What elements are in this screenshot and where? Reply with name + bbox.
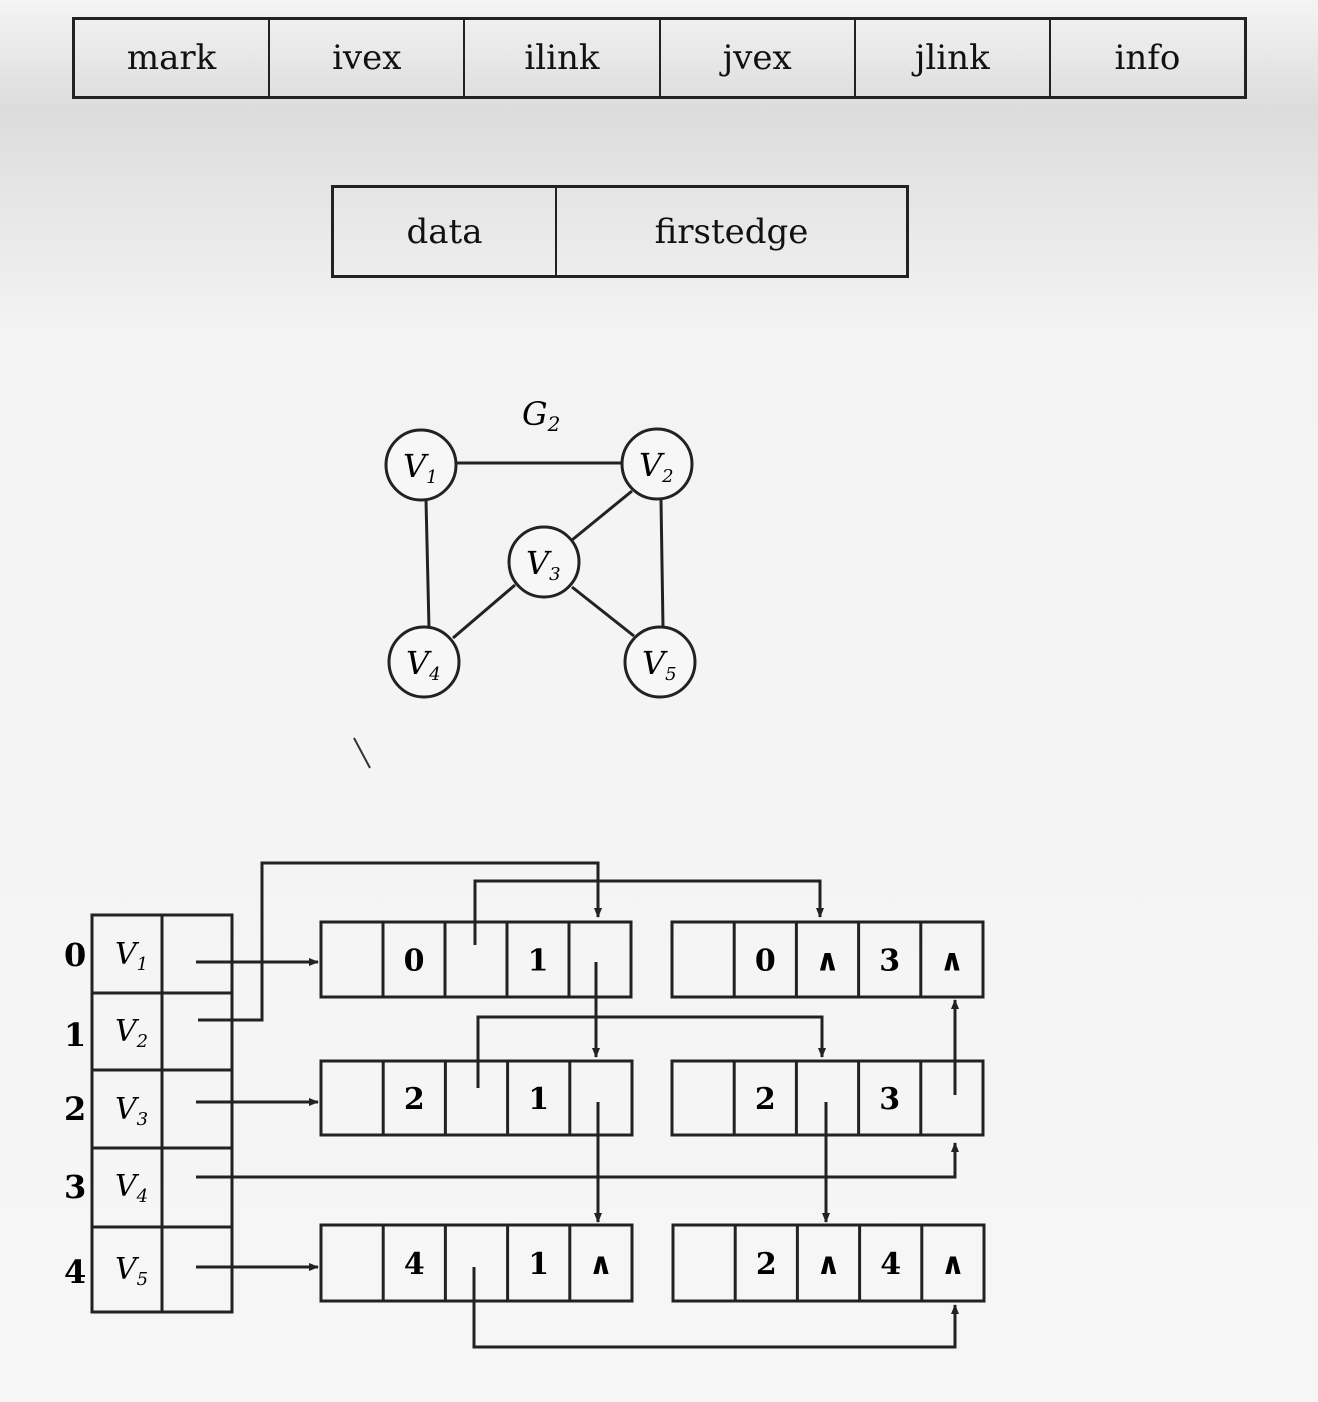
edge-node-ivex: 2 — [755, 1082, 776, 1117]
vertex-array: 0 1 2 3 4 V1 V2 V3 V4 V5 — [64, 913, 234, 1314]
field-data: data — [406, 211, 483, 252]
graph-vertex-v2: V2 — [620, 427, 694, 501]
graph-edge-v3-v5 — [571, 585, 635, 638]
edge-node-jlink: ∧ — [940, 944, 964, 979]
edge-node-jlink: ∧ — [589, 1247, 613, 1282]
svg-text:V1: V1 — [403, 447, 438, 488]
array-vertex-label: V1 — [115, 937, 148, 975]
edge-node-box — [319, 1223, 634, 1303]
array-index: 3 — [64, 1168, 86, 1206]
array-index: 1 — [64, 1016, 86, 1054]
edge-node-ivex: 0 — [404, 944, 425, 979]
edge-node-jvex: 3 — [879, 944, 900, 979]
graph-vertex-v5: V5 — [623, 625, 697, 699]
field-firstedge: firstedge — [555, 188, 906, 275]
edge-node-box — [670, 920, 985, 999]
graph-vertex-v4: V4 — [387, 625, 461, 699]
graph-edge-v2-v3 — [571, 489, 633, 542]
field-jvex: jvex — [658, 20, 854, 96]
graph-title: G2 — [522, 395, 560, 436]
graph-vertex-v1: V1 — [384, 428, 458, 502]
array-index: 2 — [64, 1090, 86, 1128]
graph-g2: G2 V1 V2 V3 V4 V5 — [384, 395, 697, 699]
edge-node-jvex: 1 — [528, 944, 549, 979]
edge-node-1: 0 ∧ 3 ∧ — [670, 920, 985, 999]
array-vertex-label: V2 — [115, 1014, 148, 1052]
pointer-e0-ilink — [473, 879, 824, 945]
svg-text:V4: V4 — [406, 644, 441, 685]
pointer-v4-firstedge — [196, 1142, 959, 1179]
edge-node-jvex: 3 — [879, 1082, 900, 1117]
svg-text:V3: V3 — [526, 544, 561, 585]
field-ilink: ilink — [463, 20, 658, 96]
array-index: 0 — [64, 936, 86, 974]
array-vertex-label: V3 — [115, 1092, 148, 1130]
svg-text:V5: V5 — [642, 644, 677, 685]
graph-edge-v1-v4 — [424, 499, 431, 629]
pointers — [196, 861, 959, 1349]
stray-mark — [353, 737, 371, 769]
field-mark: mark — [126, 38, 217, 78]
edge-node-ilink: ∧ — [815, 944, 839, 979]
edge-node-5: 2 ∧ 4 ∧ — [671, 1223, 986, 1303]
graph-edge-v3-v4 — [452, 583, 516, 640]
graph-vertex-v3: V3 — [507, 525, 581, 599]
svg-text:V2: V2 — [639, 446, 674, 487]
field-jlink: jlink — [853, 20, 1049, 96]
field-info: info — [1048, 20, 1244, 96]
edge-node-4: 4 1 ∧ — [319, 1223, 634, 1303]
edge-node-jlink: ∧ — [941, 1247, 965, 1282]
array-index: 4 — [64, 1253, 86, 1291]
edge-node-box — [671, 1223, 986, 1303]
array-vertex-label: V4 — [115, 1169, 148, 1207]
edge-node-ivex: 2 — [404, 1082, 425, 1117]
array-vertex-label: V5 — [115, 1252, 148, 1290]
edge-node-jvex: 4 — [880, 1247, 901, 1282]
pointer-e2-ilink — [476, 1015, 826, 1088]
edge-node-jvex: 1 — [528, 1247, 549, 1282]
edge-node-ilink: ∧ — [816, 1247, 840, 1282]
graph-edge-v2-v5 — [659, 499, 665, 628]
edge-node-jvex: 1 — [528, 1082, 549, 1117]
edge-node-ivex: 2 — [756, 1247, 777, 1282]
edge-node-format: mark ivex ilink jvex jlink info — [72, 17, 1247, 99]
edge-node-ivex: 0 — [755, 944, 776, 979]
edge-node-ivex: 4 — [404, 1247, 425, 1282]
vertex-node-format: data firstedge — [331, 185, 909, 278]
field-ivex: ivex — [268, 20, 463, 96]
pointer-e4-ilink — [472, 1267, 959, 1349]
